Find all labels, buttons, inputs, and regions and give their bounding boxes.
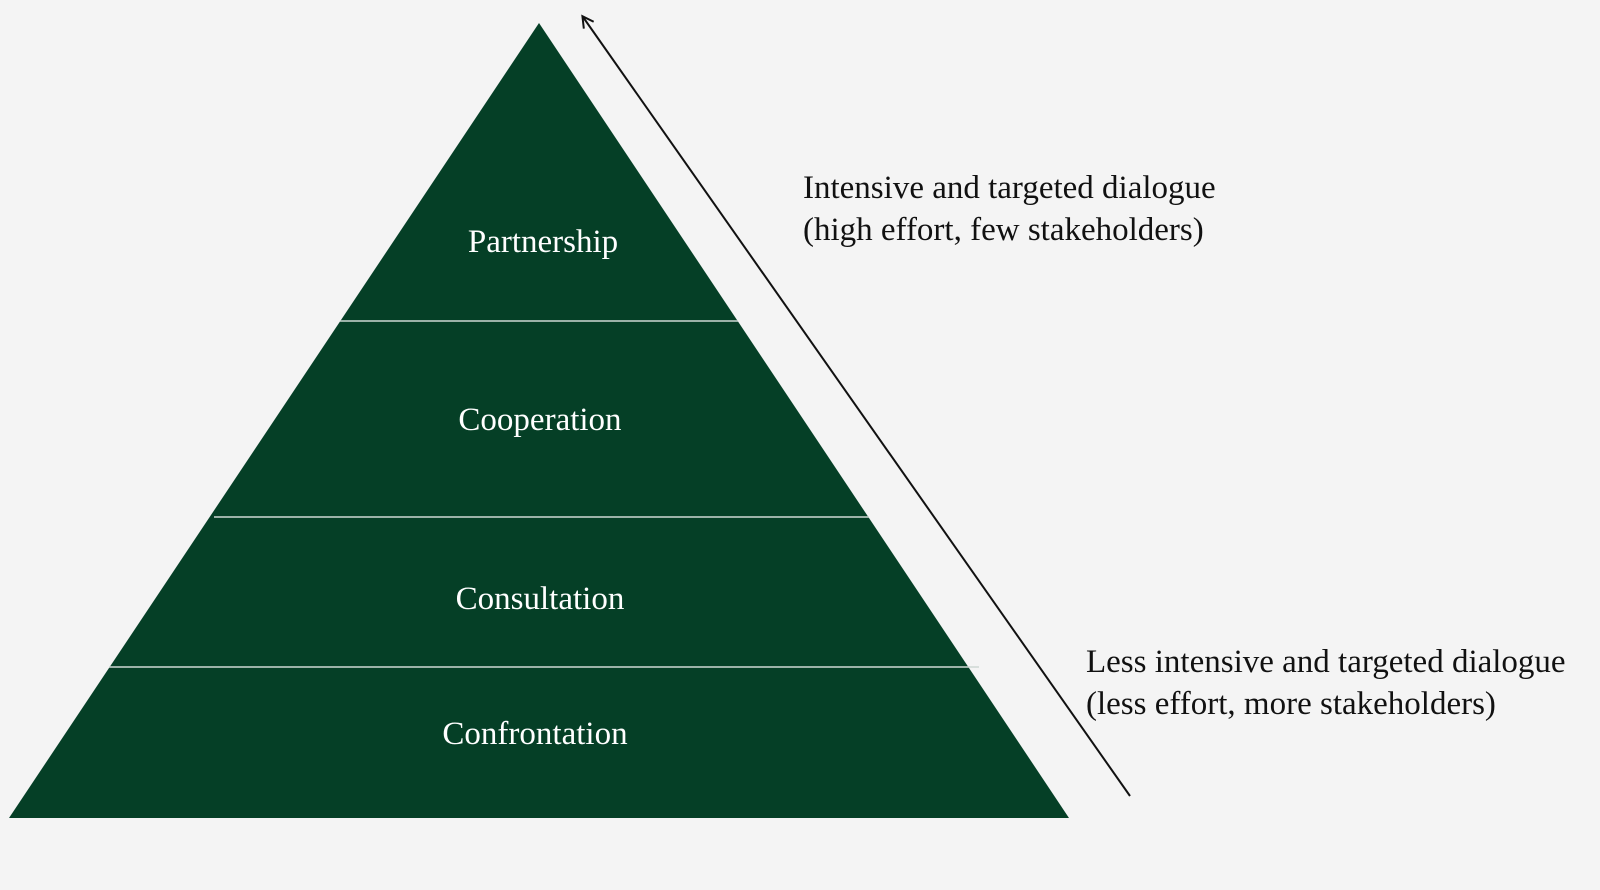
annotation-bottom-line2: (less effort, more stakeholders)	[1086, 686, 1496, 722]
annotation-high-effort: Intensive and targeted dialogue (high ef…	[803, 167, 1216, 251]
level-label-consultation: Consultation	[456, 581, 625, 617]
annotation-low-effort: Less intensive and targeted dialogue (le…	[1086, 641, 1566, 725]
annotation-top-line1: Intensive and targeted dialogue	[803, 170, 1216, 206]
pyramid-shape	[9, 23, 1069, 818]
annotation-top-line2: (high effort, few stakeholders)	[803, 212, 1204, 248]
level-label-partnership: Partnership	[468, 224, 618, 260]
annotation-bottom-line1: Less intensive and targeted dialogue	[1086, 644, 1566, 680]
level-label-confrontation: Confrontation	[442, 716, 627, 752]
arrow-up-icon	[583, 17, 1131, 797]
level-label-cooperation: Cooperation	[458, 402, 621, 438]
